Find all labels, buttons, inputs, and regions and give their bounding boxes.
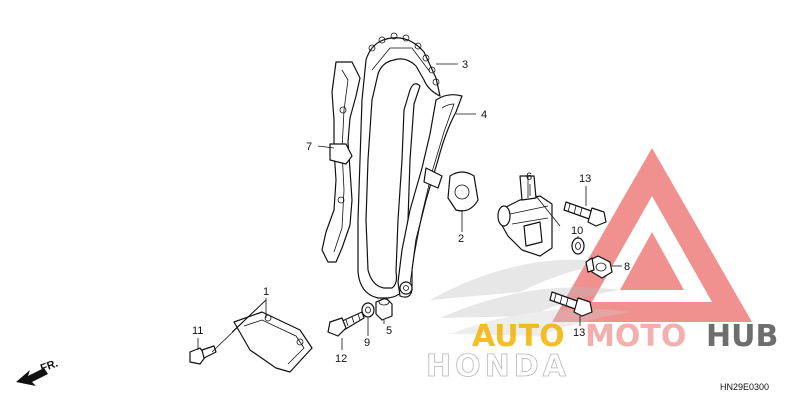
automotohub-watermark: AUTO MOTO HUB [472,319,778,354]
callout-9: 9 [364,337,370,349]
callout-4: 4 [481,109,487,121]
callout-12: 12 [335,353,347,365]
callout-13-lower: 13 [573,327,585,339]
callout-8: 8 [624,261,630,273]
honda-wing-watermark-icon [430,259,630,336]
bolt-part-12 [327,311,365,337]
callout-3: 3 [462,59,468,71]
chain-guide-part-7 [321,61,361,263]
sealing-bolt-part-8 [585,255,613,279]
direction-label: FR. [39,357,60,374]
bolt-part-11 [189,345,217,365]
bolt-part-13-lower [549,291,593,317]
callout-1: 1 [263,286,269,298]
diagram-code: HN29E0300 [720,382,769,392]
washer-part-9 [361,302,375,318]
callout-7: 7 [306,141,312,153]
gasket-part-2 [447,171,479,212]
watermark-moto: MOTO [585,319,686,354]
guide-plate-part-1 [233,311,313,373]
callout-11: 11 [192,325,203,337]
front-direction-arrow-icon [16,368,48,386]
tensioner-arm-part-4 [397,94,463,298]
honda-brand-watermark: HONDA [426,349,570,384]
callout-2: 2 [458,233,464,245]
washer-part-10 [571,237,585,255]
watermark-auto: AUTO [472,319,565,354]
leader-lines [197,63,622,353]
callout-13-upper: 13 [579,173,591,185]
bolt-part-13-upper [563,201,607,227]
callout-5: 5 [386,325,392,337]
watermark-hub: HUB [706,319,778,354]
tensioner-lifter-part-6 [497,175,553,257]
chain-links [368,32,440,86]
collar-part-5 [375,297,393,321]
callout-10: 10 [571,225,583,237]
callout-6: 6 [526,171,532,183]
